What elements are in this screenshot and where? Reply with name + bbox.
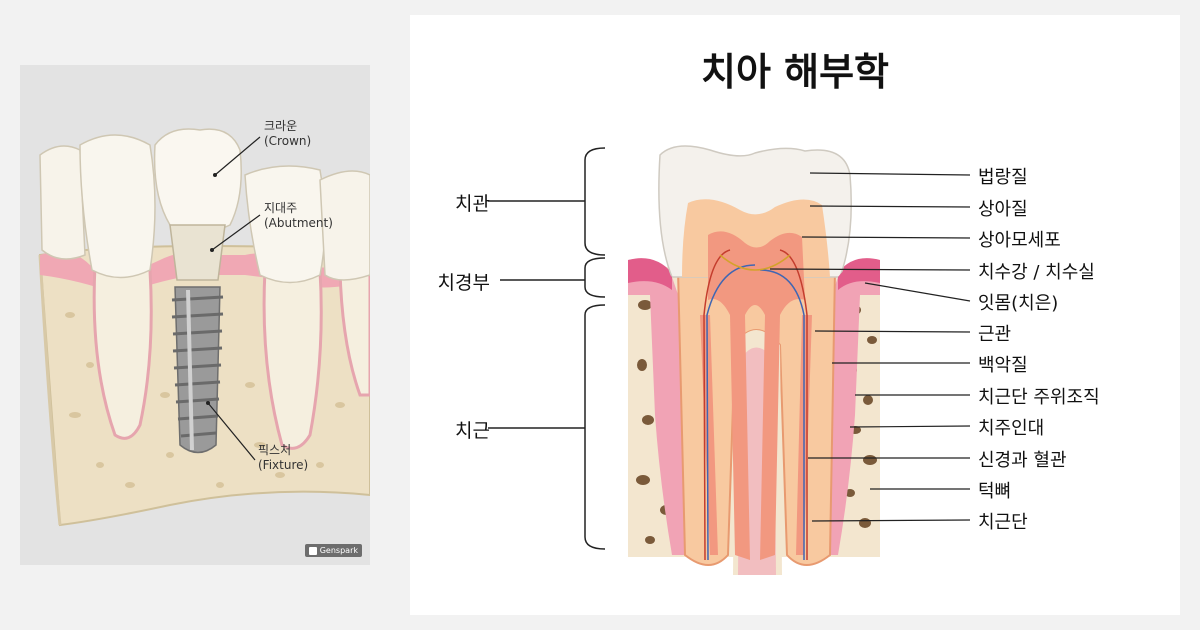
fixture-label: 픽스처 (Fixture) [258,443,308,473]
tooth-diagram [488,145,971,575]
label-periapical-tissue: 치근단 주위조직 [978,387,1100,408]
genspark-badge-text: Genspark [319,546,358,555]
tooth-anatomy-panel: 치아 해부학 [410,15,1180,615]
label-dentin: 상아질 [978,199,1028,220]
crown-label-en: (Crown) [264,134,312,148]
fixture-label-en: (Fixture) [258,458,309,472]
genspark-logo-icon [308,546,317,555]
page-title: 치아 해부학 [700,50,890,94]
crown-shape [153,128,242,234]
genspark-badge: Genspark [304,544,362,557]
fixture-label-ko: 픽스처 [258,443,292,457]
region-label-crown: 치관 [455,193,490,215]
label-enamel: 법랑질 [978,167,1028,188]
implant-illustration [38,128,370,527]
label-pulp-chamber: 치수강 / 치수실 [978,262,1095,283]
label-nerves-vessels: 신경과 혈관 [978,450,1067,471]
crown-label: 크라운 (Crown) [264,119,311,149]
region-brackets [488,147,606,550]
nerves-vessels [703,249,808,561]
implant-leader-lines [207,136,261,461]
abutment-label-en: (Abutment) [264,216,333,230]
label-odontoblast: 상아모세포 [978,230,1061,251]
fixture-shape [171,286,224,454]
abutment-label-ko: 지대주 [264,201,298,215]
label-apex: 치근단 [978,512,1028,533]
crown-label-ko: 크라운 [264,119,298,133]
label-gingiva: 잇몸(치은) [978,293,1059,314]
part-leader-lines [769,172,971,522]
label-cementum: 백악질 [978,355,1028,376]
region-label-root: 치근 [455,420,490,442]
gum-right [825,259,880,555]
region-label-neck: 치경부 [437,272,490,294]
implant-illustration-panel: 크라운 (Crown) 지대주 (Abutment) 픽스처 (Fixture)… [20,65,370,565]
pulp-chamber [708,231,805,560]
gum-left [628,259,685,555]
label-periodontal-ligament: 치주인대 [978,418,1045,439]
abutment-shape [169,224,226,281]
label-jawbone: 턱뼈 [978,481,1012,502]
label-root-canal: 근관 [978,324,1012,345]
abutment-label: 지대주 (Abutment) [264,201,333,231]
